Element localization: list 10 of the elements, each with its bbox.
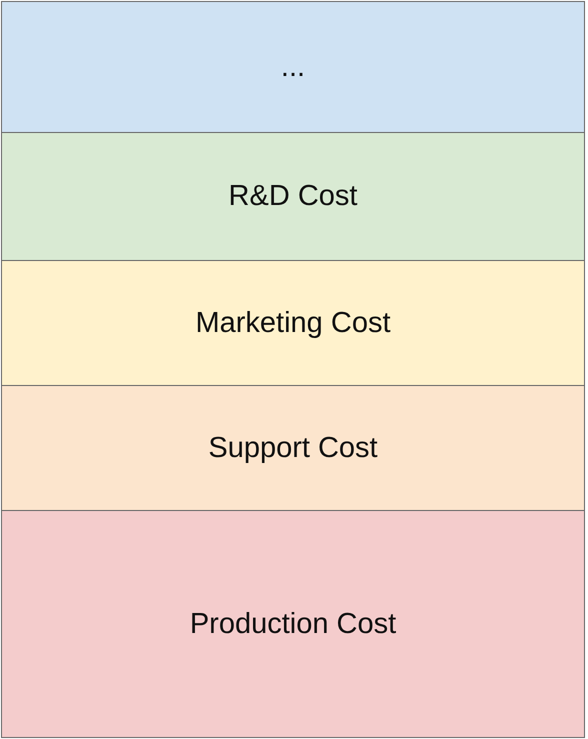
band-label: R&D Cost	[228, 180, 358, 213]
cost-band	[1, 1, 585, 133]
band-label: Production Cost	[190, 608, 396, 640]
cost-band	[1, 510, 585, 738]
band-label: Marketing Cost	[195, 306, 390, 340]
band-label: Support Cost	[208, 432, 378, 464]
band-label: ...	[280, 50, 306, 84]
cost-band	[1, 260, 585, 386]
cost-band	[1, 385, 585, 511]
cost-band	[1, 132, 585, 261]
